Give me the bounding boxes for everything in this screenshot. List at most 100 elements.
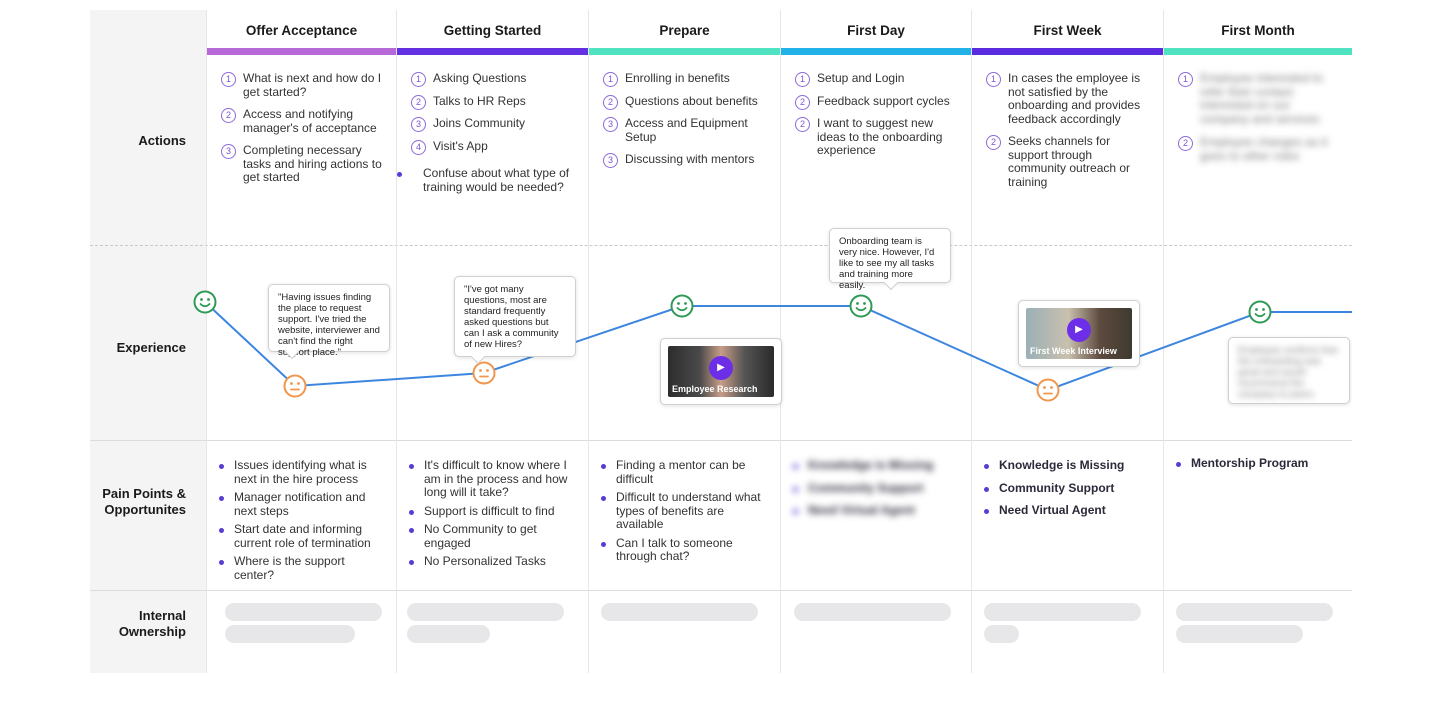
step-number: 3 [221, 144, 236, 159]
step-number: 3 [603, 117, 618, 132]
stage-accent-bar [397, 48, 588, 55]
step-number: 2 [795, 117, 810, 132]
step-number: 1 [411, 72, 426, 87]
ownership-placeholder [984, 603, 1141, 621]
row-label-pain-points: Pain Points &Opportunites [102, 486, 186, 517]
pain-point: Need Virtual Agent [984, 503, 1153, 518]
ownership-placeholder [407, 603, 564, 621]
pain-point: Can I talk to someone through chat? [601, 536, 770, 564]
step-number: 1 [603, 72, 618, 87]
play-icon[interactable]: ▶ [1067, 318, 1091, 343]
video-card-employee-research[interactable]: ▶ Employee Research [660, 338, 782, 405]
step-number: 2 [411, 94, 426, 110]
step-number: 1 [986, 72, 1001, 87]
pain-point: No Personalized Tasks [409, 554, 578, 569]
pain-point: Start date and informing current role of… [219, 522, 386, 550]
divider-pains-ownership [90, 590, 1352, 591]
pain-point: Mentorship Program [1176, 456, 1342, 471]
neutral-face-icon [472, 361, 496, 385]
pain-point: Issues identifying what is next in the h… [219, 458, 386, 486]
stage-title: Getting Started [443, 23, 542, 38]
pain-points-list: Finding a mentor can be difficult Diffic… [601, 458, 770, 569]
stage-accent-bar [207, 48, 396, 55]
step-number: 1 [795, 72, 810, 87]
action-note: Confuse about what type of training woul… [397, 166, 578, 194]
happy-face-icon [670, 294, 694, 318]
pain-point: Community Support [793, 481, 961, 496]
pain-points-list: Issues identifying what is next in the h… [219, 458, 386, 587]
ownership-placeholder [601, 603, 758, 621]
pain-point: Finding a mentor can be difficult [601, 458, 770, 486]
ownership-placeholder [225, 625, 355, 643]
experience-curve [204, 301, 1352, 392]
row-label-actions: Actions [138, 133, 186, 148]
pain-point: Where is the support center? [219, 554, 386, 582]
pain-point: It's difficult to know where I am in the… [409, 458, 578, 500]
pain-point: Knowledge is Missing [793, 458, 961, 473]
happy-face-icon [193, 290, 217, 314]
video-card-first-week-interview[interactable]: ▶ First Week Interview [1018, 300, 1140, 367]
step-number: 1 [1178, 72, 1193, 87]
pain-points-list: Mentorship Program [1176, 456, 1342, 480]
stage-accent-bar [781, 48, 971, 55]
pain-point: No Community to get engaged [409, 522, 578, 550]
pain-point: Difficult to understand what types of be… [601, 490, 770, 532]
pain-points-list: It's difficult to know where I am in the… [409, 458, 578, 574]
happy-face-icon [1248, 300, 1272, 324]
step-number: 2 [603, 94, 618, 110]
row-label-experience: Experience [116, 340, 186, 355]
stage-accent-bar [589, 48, 780, 55]
stage-accent-bar [1164, 48, 1352, 55]
video-label: Employee Research [672, 384, 758, 394]
journey-map: Actions Experience Pain Points &Opportun… [90, 10, 1352, 673]
play-icon[interactable]: ▶ [709, 356, 733, 381]
video-thumbnail: ▶ Employee Research [668, 346, 774, 397]
ownership-placeholder [1176, 625, 1303, 643]
ownership-placeholder [794, 603, 951, 621]
pain-point: Support is difficult to find [409, 504, 578, 519]
video-label: First Week Interview [1030, 346, 1117, 356]
step-number: 2 [221, 108, 236, 123]
quote-bubble: "Having issues finding the place to requ… [268, 284, 390, 360]
pain-points-list: Knowledge is Missing Community Support N… [793, 458, 961, 527]
step-number: 1 [221, 72, 236, 87]
quote-bubble: "I've got many questions, most are stand… [454, 276, 576, 365]
step-number: 3 [411, 117, 426, 132]
ownership-placeholder [225, 603, 382, 621]
note-card: Employee confirms that the onboarding wa… [1228, 337, 1350, 404]
quote-bubble: Onboarding team is very nice. However, I… [829, 228, 951, 291]
ownership-placeholder [1176, 603, 1333, 621]
stage-title: Offer Acceptance [245, 23, 358, 38]
step-number: 2 [1178, 136, 1193, 151]
stage-title: Prepare [659, 23, 710, 38]
stage-title: First Month [1221, 23, 1295, 38]
step-number: 4 [411, 139, 426, 155]
neutral-face-icon [283, 374, 307, 398]
happy-face-icon [849, 294, 873, 318]
